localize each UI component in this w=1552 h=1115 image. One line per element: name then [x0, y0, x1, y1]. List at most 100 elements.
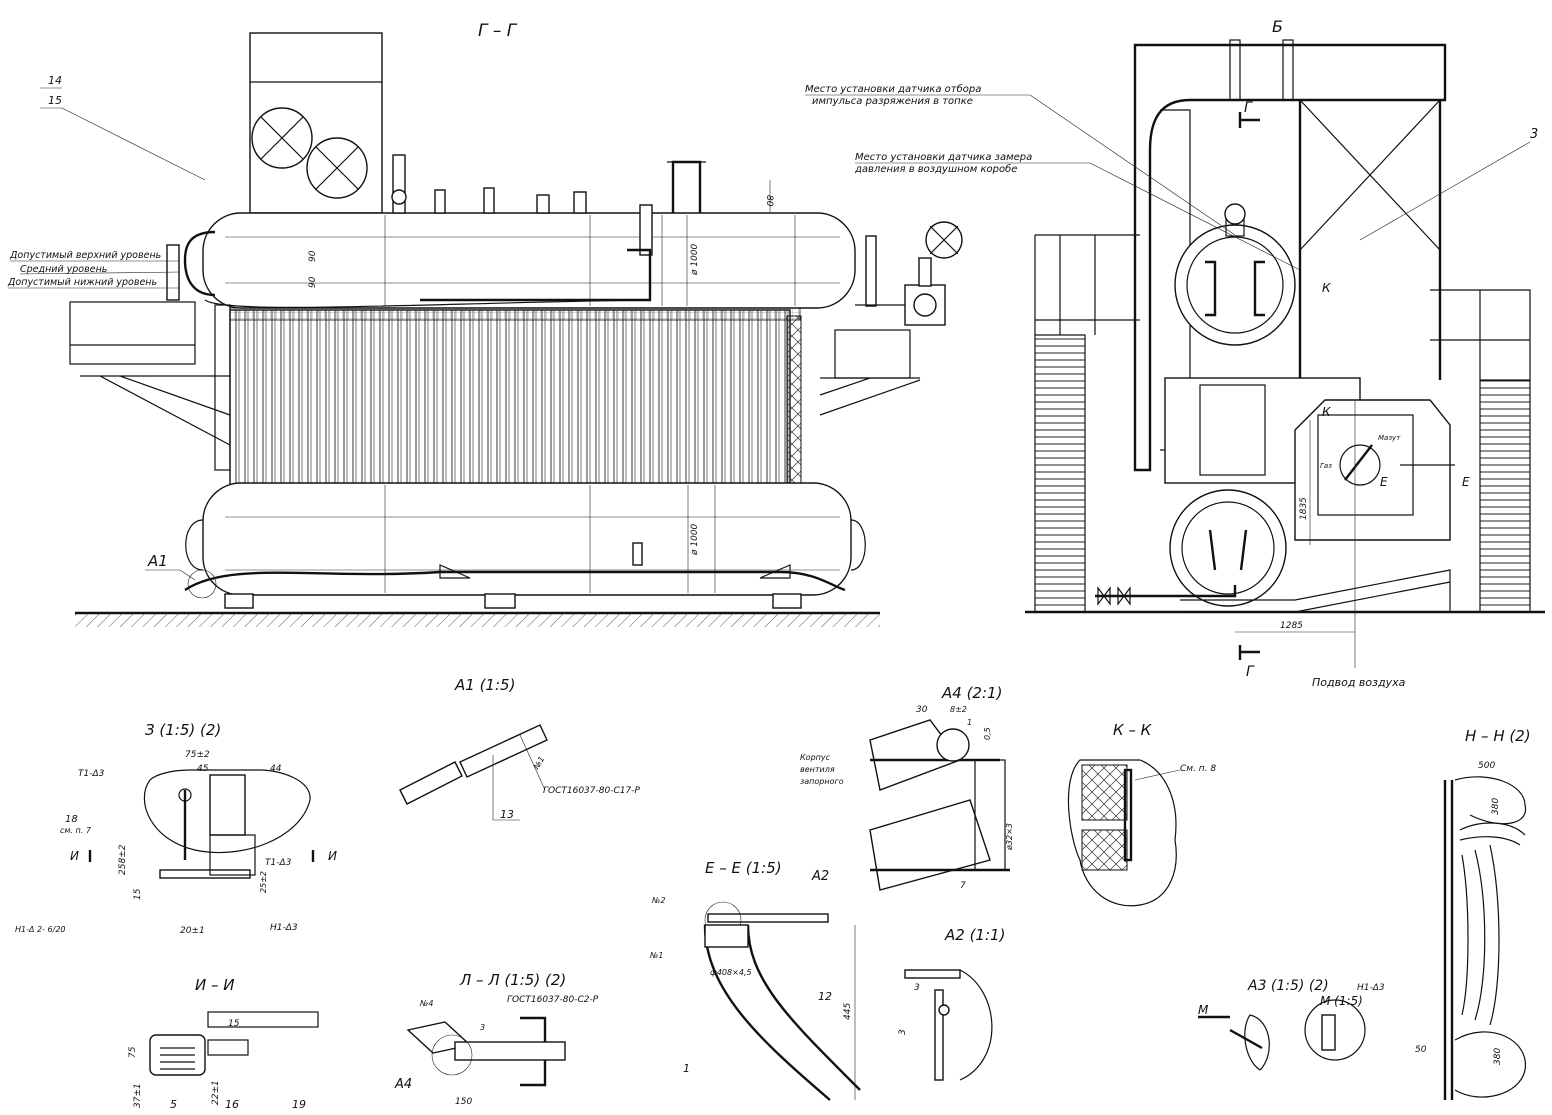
dim-90a: 90: [308, 250, 318, 262]
side-view: Б: [805, 17, 1545, 689]
ee-12: 12: [818, 990, 832, 1003]
a4-body2: вентиля: [800, 765, 835, 774]
m-n1: Н1-Δ3: [1357, 983, 1385, 993]
a4-05: 0,5: [983, 727, 992, 740]
burner-label-oil: Мазут: [1378, 434, 1401, 442]
z-44: 44: [270, 764, 282, 774]
z-i-left: И: [70, 849, 79, 863]
detail-ll: Л – Л (1:5) (2) ГОСТ16037-80-С2-Р №4 3 1…: [394, 971, 599, 1107]
a2-3a: 3: [914, 983, 920, 993]
burner-label-gas: Газ: [1320, 462, 1332, 470]
pos-3: 3: [1530, 127, 1538, 142]
dia-upper: ø 1000: [690, 243, 700, 276]
section-g-bottom: Г: [1246, 664, 1255, 680]
ll-n4: №4: [419, 999, 433, 1008]
detail-kk: К – К См. п. 8: [1067, 721, 1216, 907]
detail-nn: Н – Н (2) 500 380 380 50: [1415, 727, 1531, 1100]
detail-ii: И – И 15 75 37±1 22±1 5 16 19: [128, 976, 319, 1111]
level-upper-label: Допустимый верхний уровень: [9, 250, 161, 261]
tube-bank: [229, 309, 791, 491]
detail-ee: Е – Е (1:5) А2 №2 №1 ф408×4,5 12 445 1: [649, 859, 861, 1101]
a4-30: 30: [916, 705, 928, 715]
detail-a1: А1 (1:5) 13 ГОСТ16037-80-С17-Р №1: [399, 676, 640, 821]
z-75: 75±2: [185, 750, 210, 760]
z-258: 258±2: [118, 844, 128, 875]
a1-13: 13: [500, 808, 514, 821]
ii-75: 75: [128, 1046, 138, 1058]
callout-a1: А1: [147, 552, 168, 570]
note-vacuum-1: Место установки датчика отбора: [805, 83, 981, 95]
a1-n1: №1: [531, 755, 546, 772]
a4-dia: ø32×3: [1005, 823, 1014, 851]
burner-housing: [1294, 399, 1451, 541]
ii-15: 15: [228, 1019, 240, 1029]
upper-drum-end: [1174, 224, 1296, 346]
air-supply-label: Подвод воздуха: [1312, 676, 1406, 689]
ee-n2: №2: [651, 896, 665, 905]
kk-note: См. п. 8: [1180, 764, 1216, 774]
a4-1: 1: [967, 718, 972, 727]
nn-380a: 380: [1491, 798, 1501, 815]
stair-right: [1479, 379, 1531, 613]
note-vacuum-2: импульса разряжения в топке: [812, 96, 973, 107]
detail-a1-title: А1 (1:5): [454, 676, 515, 694]
main-view: Г – Г: [7, 21, 963, 627]
ee-1: 1: [683, 1062, 690, 1075]
dim-1835: 1835: [1299, 497, 1309, 520]
ii-19: 19: [292, 1098, 306, 1111]
ll-150: 150: [455, 1097, 472, 1107]
z-t1: Т1-Δ3: [78, 769, 105, 779]
a3-m: М: [1198, 1003, 1209, 1017]
a1-gost: ГОСТ16037-80-С17-Р: [543, 786, 640, 796]
detail-nn-title: Н – Н (2): [1465, 727, 1531, 745]
z-n1b: Н1-Δ3: [270, 923, 298, 933]
side-view-title: Б: [1272, 17, 1283, 36]
mark-k2: К: [1322, 405, 1331, 419]
dim-90b: 90: [308, 276, 318, 288]
a4-8: 8±2: [950, 705, 967, 714]
dim-1285: 1285: [1280, 621, 1303, 631]
nn-50: 50: [1415, 1045, 1427, 1055]
ii-5: 5: [170, 1098, 177, 1111]
ee-n1: №1: [649, 951, 663, 960]
nn-500: 500: [1478, 761, 1495, 771]
pos-15: 15: [48, 94, 62, 107]
detail-kk-title: К – К: [1113, 721, 1153, 739]
z-18: 18: [65, 814, 78, 825]
z-25: 25±2: [259, 871, 268, 893]
z-n1a: Н1-Δ 2- 6/20: [15, 925, 66, 934]
detail-a2-title: А2 (1:1): [944, 926, 1005, 944]
section-g-top: Г: [1244, 100, 1253, 116]
ee-a2: А2: [811, 869, 829, 884]
lower-drum-end: [1169, 489, 1287, 607]
z-20: 20±1: [180, 926, 205, 936]
a4-body3: запорного: [800, 777, 844, 786]
z-18-note: см. п. 7: [60, 826, 92, 835]
detail-z-title: З (1:5) (2): [145, 721, 221, 739]
ll-3: 3: [480, 1023, 485, 1032]
detail-a3: А3 (1:5) (2) М М (1:5) Н1-Δ3: [1198, 978, 1385, 1071]
nn-380b: 380: [1493, 1048, 1503, 1065]
dia-lower: ø 1000: [690, 523, 700, 556]
a2-3b: 3: [898, 1029, 908, 1035]
detail-a2: А2 (1:1) 3 3: [898, 926, 1005, 1081]
detail-ll-title: Л – Л (1:5) (2): [459, 971, 566, 989]
detail-ii-title: И – И: [195, 976, 234, 994]
detail-a3-title: А3 (1:5) (2): [1247, 978, 1329, 994]
a4-7: 7: [960, 881, 966, 891]
ii-16: 16: [225, 1098, 239, 1111]
dim-80: 80: [764, 195, 774, 207]
mark-e: Е: [1380, 475, 1388, 489]
lower-drum: [202, 482, 852, 596]
level-lower-label: Допустимый нижний уровень: [7, 277, 157, 288]
ll-a4: А4: [394, 1077, 412, 1092]
ee-pipe: ф408×4,5: [710, 968, 752, 977]
mark-k1: К: [1322, 281, 1331, 295]
note-pressure-2: давления в воздушном коробе: [854, 163, 1017, 175]
pos-14: 14: [48, 74, 62, 87]
z-i-right: И: [328, 849, 337, 863]
stair-left: [1034, 334, 1086, 613]
detail-a4-title: А4 (2:1): [941, 684, 1002, 702]
z-45: 45: [197, 764, 209, 774]
